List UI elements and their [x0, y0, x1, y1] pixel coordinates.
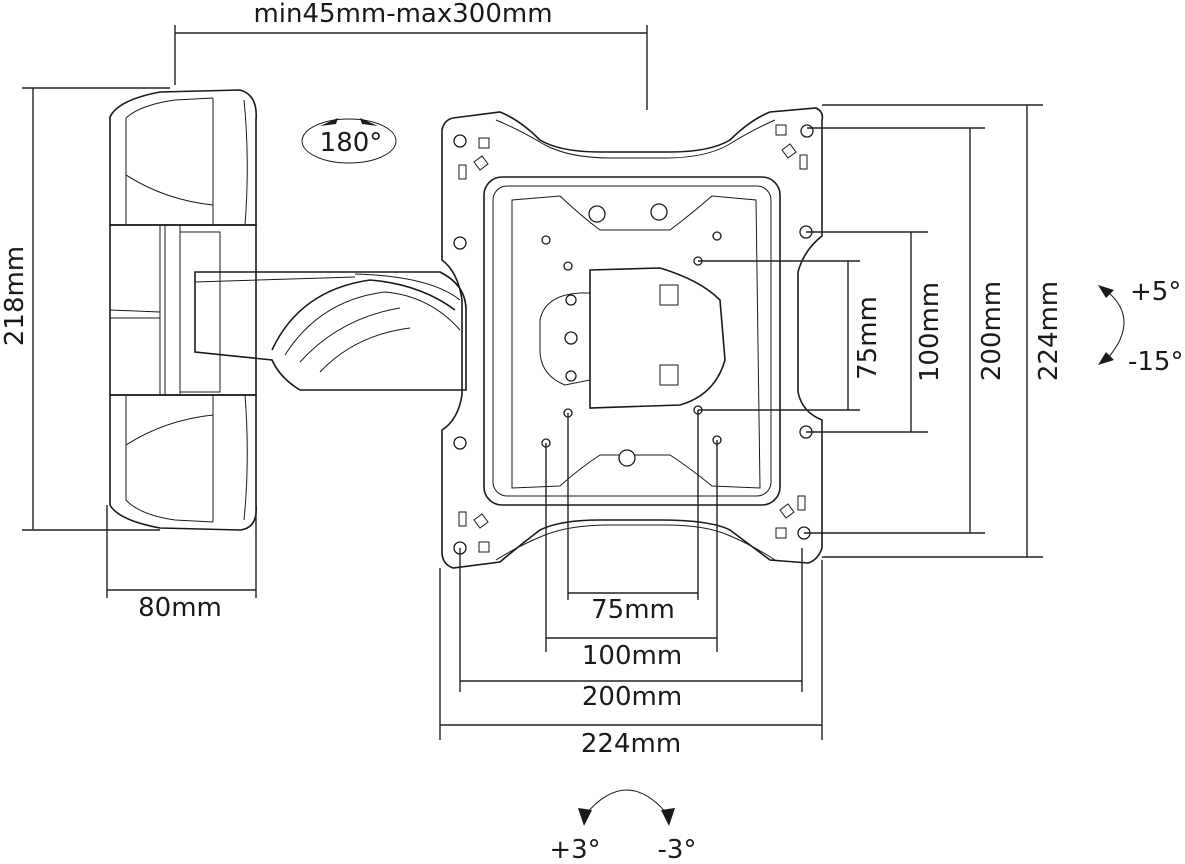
arm-extension-label: min45mm-max300mm	[253, 0, 552, 29]
tilt-up-arrow-icon	[1098, 285, 1114, 298]
bracket-width-label: 80mm	[138, 593, 222, 623]
vesa-h-100-label: 100mm	[582, 641, 682, 671]
level-plus-label: +3°	[549, 835, 600, 864]
vesa-plate	[441, 107, 824, 569]
tilt-up-label: +5°	[1130, 277, 1181, 307]
tilt-down-label: -15°	[1128, 347, 1183, 377]
tilt-indicator: +5° -15°	[1098, 277, 1183, 377]
swivel-label: 180°	[320, 128, 383, 158]
level-indicator: +3° -3°	[549, 789, 697, 864]
level-right-arrow-icon	[661, 808, 675, 826]
vesa-vertical-dimensions: 75mm 100mm 200mm 224mm	[698, 104, 1064, 558]
swivel-arrow-right-icon	[360, 118, 378, 126]
vesa-v-100-label: 100mm	[915, 282, 945, 382]
swivel-indicator: 180°	[301, 118, 397, 164]
wall-bracket	[109, 89, 257, 531]
swivel-arrow-left-icon	[320, 118, 338, 126]
tilt-down-arrow-icon	[1098, 352, 1114, 365]
level-left-arrow-icon	[578, 808, 592, 826]
vesa-v-200-label: 200mm	[977, 281, 1007, 381]
arm-extension-dimension: min45mm-max300mm	[174, 0, 648, 110]
level-minus-label: -3°	[658, 835, 697, 864]
bracket-width-dimension: 80mm	[106, 505, 257, 623]
vesa-h-75-label: 75mm	[591, 595, 675, 625]
vesa-h-200-label: 200mm	[582, 682, 682, 712]
vesa-v-75-label: 75mm	[853, 296, 883, 380]
swing-arm	[194, 271, 467, 391]
plate-height-label: 224mm	[1034, 281, 1064, 381]
bracket-height-dimension: 218mm	[0, 87, 170, 531]
vesa-horizontal-dimensions: 75mm 100mm 200mm 224mm	[439, 410, 823, 759]
plate-width-label: 224mm	[581, 729, 681, 759]
bracket-height-label: 218mm	[0, 246, 30, 346]
